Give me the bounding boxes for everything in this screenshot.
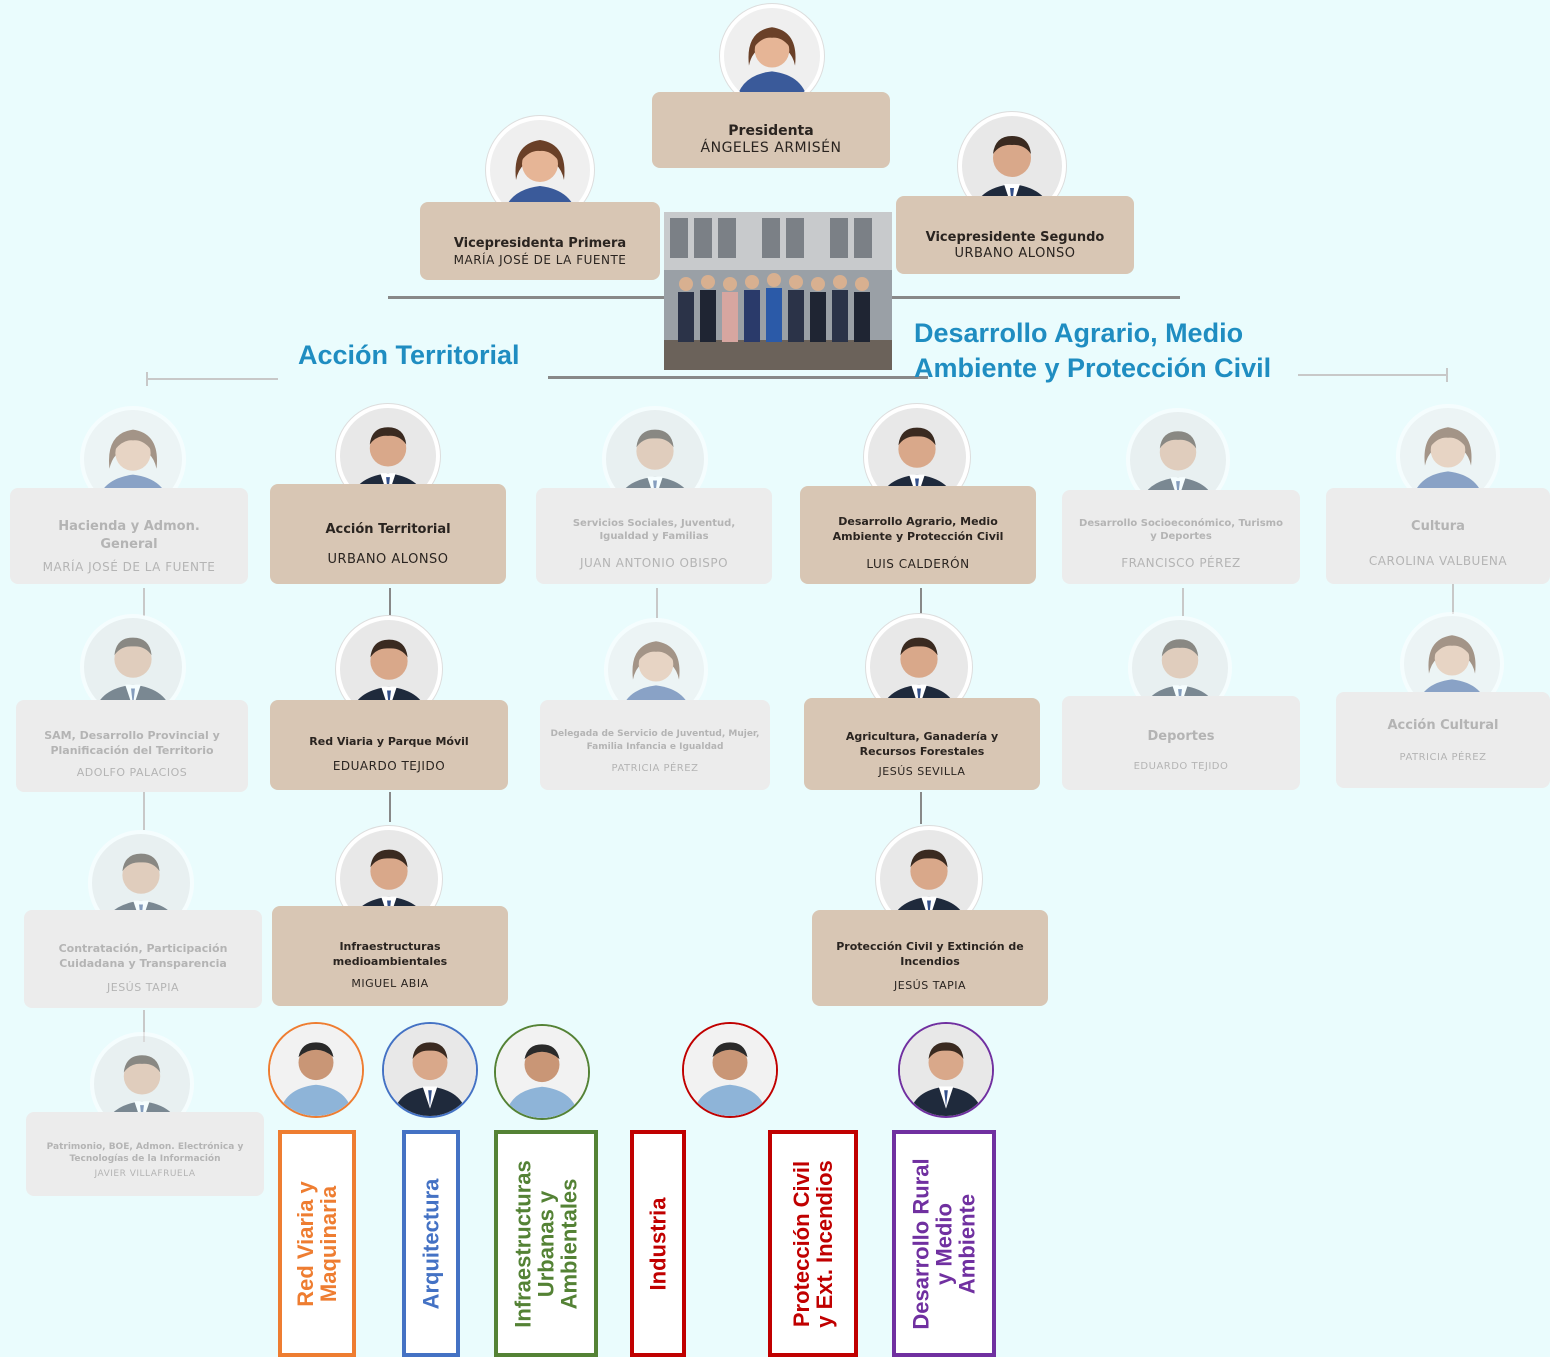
vp2-name: URBANO ALONSO — [954, 246, 1076, 262]
col6-name-1: CAROLINA VALBUENA — [1368, 553, 1508, 568]
col3-name-2: PATRICIA PÉREZ — [611, 762, 699, 774]
col1-role-4: Patrimonio, BOE, Admon. Electrónica y Te… — [46, 1141, 244, 1164]
right-branch-tick — [1446, 368, 1448, 382]
col4-role-1: Desarrollo Agrario, Medio Ambiente y Pro… — [832, 515, 1004, 543]
col5-role-2: Deportes — [1147, 728, 1215, 744]
col4-box-3: Protección Civil y Extinción de Incendio… — [812, 910, 1048, 1006]
col5-box-2: Deportes EDUARDO TEJIDO — [1062, 696, 1300, 790]
right-branch-line — [1298, 374, 1448, 376]
dept-label-proteccion-civil: Protección Civil y Ext. Incendios — [788, 1159, 837, 1328]
col1-name-3: JESÚS TAPIA — [107, 981, 179, 995]
dept-label-red-viaria: Red Viaria y Maquinaria — [292, 1180, 341, 1307]
heading-accion-territorial: Acción Territorial — [298, 340, 520, 370]
vp2-box: Vicepresidente Segundo URBANO ALONSO — [896, 196, 1134, 274]
col2-name-1: URBANO ALONSO — [327, 552, 449, 568]
col1-role-3: Contratación, Participación Cuidadana y … — [58, 941, 228, 970]
dept-label-arquitectura: Arquitectura — [418, 1178, 444, 1309]
dept-label-industria: Industria — [645, 1197, 671, 1290]
col4-name-1: LUIS CALDERÓN — [866, 556, 970, 571]
dept-box-industria: Industria — [630, 1130, 686, 1357]
col1-connector-3 — [143, 1010, 145, 1042]
vp2-role: Vicepresidente Segundo — [925, 229, 1105, 245]
col2-role-2: Red Viaria y Parque Móvil — [309, 734, 469, 748]
col1-name-2: ADOLFO PALACIOS — [76, 766, 188, 780]
col3-connector-1 — [656, 588, 658, 618]
presidenta-name: ÁNGELES ARMISÉN — [700, 140, 842, 157]
second-horizontal-line — [548, 376, 928, 379]
presidenta-role: Presidenta — [728, 122, 814, 139]
col3-name-1: JUAN ANTONIO OBISPO — [579, 555, 729, 570]
vp1-role: Vicepresidenta Primera — [453, 236, 627, 252]
dept-photo-red-viaria — [268, 1022, 364, 1118]
col6-box-1: Cultura CAROLINA VALBUENA — [1326, 488, 1550, 584]
col2-box-3: Infraestructuras medioambientales MIGUEL… — [272, 906, 508, 1006]
col6-name-2: PATRICIA PÉREZ — [1399, 752, 1487, 764]
col4-box-1: Desarrollo Agrario, Medio Ambiente y Pro… — [800, 486, 1036, 584]
dept-box-infraestructuras: Infraestructuras Urbanas y Ambientales — [494, 1130, 598, 1357]
dept-photo-desarrollo-rural — [898, 1022, 994, 1118]
dept-photo-infraestructuras — [494, 1024, 590, 1120]
group-photo — [664, 212, 892, 370]
col3-role-2: Delegada de Servicio de Juventud, Mujer,… — [550, 729, 760, 752]
dept-label-infraestructuras: Infraestructuras Urbanas y Ambientales — [510, 1159, 582, 1328]
col1-box-2: SAM, Desarrollo Provincial y Planificaci… — [16, 700, 248, 792]
col3-box-1: Servicios Sociales, Juventud, Igualdad y… — [536, 488, 772, 584]
col5-name-1: FRANCISCO PÉREZ — [1121, 555, 1241, 570]
col1-box-1: Hacienda y Admon. General MARÍA JOSÉ DE … — [10, 488, 248, 584]
col1-connector-1 — [143, 588, 145, 616]
dept-photo-industria — [682, 1022, 778, 1118]
col6-role-2: Acción Cultural — [1387, 717, 1499, 733]
col1-role-2: SAM, Desarrollo Provincial y Planificaci… — [44, 728, 220, 757]
dept-box-proteccion-civil: Protección Civil y Ext. Incendios — [768, 1130, 858, 1357]
col2-connector-1 — [389, 588, 391, 616]
dept-photo-arquitectura — [382, 1022, 478, 1118]
dept-label-desarrollo-rural: Desarrollo Rural y Medio Ambiente — [908, 1157, 980, 1330]
col4-connector-1 — [920, 588, 922, 618]
col5-connector-1 — [1182, 588, 1184, 616]
col3-role-1: Servicios Sociales, Juventud, Igualdad y… — [572, 517, 736, 543]
presidenta-box: Presidenta ÁNGELES ARMISÉN — [652, 92, 890, 168]
dept-box-red-viaria: Red Viaria y Maquinaria — [278, 1130, 356, 1357]
col4-role-2: Agricultura, Ganadería y Recursos Forest… — [845, 729, 999, 758]
col2-box-2: Red Viaria y Parque Móvil EDUARDO TEJIDO — [270, 700, 508, 790]
col5-name-2: EDUARDO TEJIDO — [1133, 761, 1229, 773]
col4-box-2: Agricultura, Ganadería y Recursos Forest… — [804, 698, 1040, 790]
presidenta-photo — [720, 4, 824, 108]
col2-role-1: Acción Territorial — [325, 521, 451, 537]
heading-desarrollo-agrario: Desarrollo Agrario, Medio Ambiente y Pro… — [914, 316, 1271, 386]
col4-name-2: JESÚS SEVILLA — [878, 765, 966, 779]
left-branch-tick — [146, 372, 148, 386]
col1-connector-2 — [143, 790, 145, 830]
col2-name-2: EDUARDO TEJIDO — [332, 759, 446, 774]
col2-connector-2 — [389, 792, 391, 822]
col1-name-4: JAVIER VILLAFRUELA — [94, 1169, 196, 1180]
col2-role-3: Infraestructuras medioambientales — [332, 939, 448, 968]
col4-connector-2 — [920, 792, 922, 824]
heading-desarrollo-agrario-line2: Ambiente y Protección Civil — [914, 353, 1272, 384]
col1-box-4: Patrimonio, BOE, Admon. Electrónica y Te… — [26, 1112, 264, 1196]
col2-name-3: MIGUEL ABIA — [351, 977, 429, 991]
col6-connector-1 — [1452, 584, 1454, 614]
col3-box-2: Delegada de Servicio de Juventud, Mujer,… — [540, 700, 770, 790]
col5-role-1: Desarrollo Socioeconómico, Turismo y Dep… — [1079, 517, 1283, 543]
col6-role-1: Cultura — [1411, 519, 1465, 535]
col1-role-1: Hacienda y Admon. General — [58, 519, 200, 552]
col4-role-3: Protección Civil y Extinción de Incendio… — [836, 939, 1024, 968]
col6-box-2: Acción Cultural PATRICIA PÉREZ — [1336, 692, 1550, 788]
col4-name-3: JESÚS TAPIA — [894, 979, 966, 993]
col2-box-1: Acción Territorial URBANO ALONSO — [270, 484, 506, 584]
vp1-name: MARÍA JOSÉ DE LA FUENTE — [453, 252, 627, 267]
col1-name-1: MARÍA JOSÉ DE LA FUENTE — [42, 559, 216, 574]
left-branch-line — [146, 378, 278, 380]
col1-box-3: Contratación, Participación Cuidadana y … — [24, 910, 262, 1008]
heading-desarrollo-agrario-line1: Desarrollo Agrario, Medio — [914, 318, 1244, 348]
dept-box-arquitectura: Arquitectura — [402, 1130, 460, 1357]
vp1-box: Vicepresidenta Primera MARÍA JOSÉ DE LA … — [420, 202, 660, 280]
col5-box-1: Desarrollo Socioeconómico, Turismo y Dep… — [1062, 490, 1300, 584]
dept-box-desarrollo-rural: Desarrollo Rural y Medio Ambiente — [892, 1130, 996, 1357]
